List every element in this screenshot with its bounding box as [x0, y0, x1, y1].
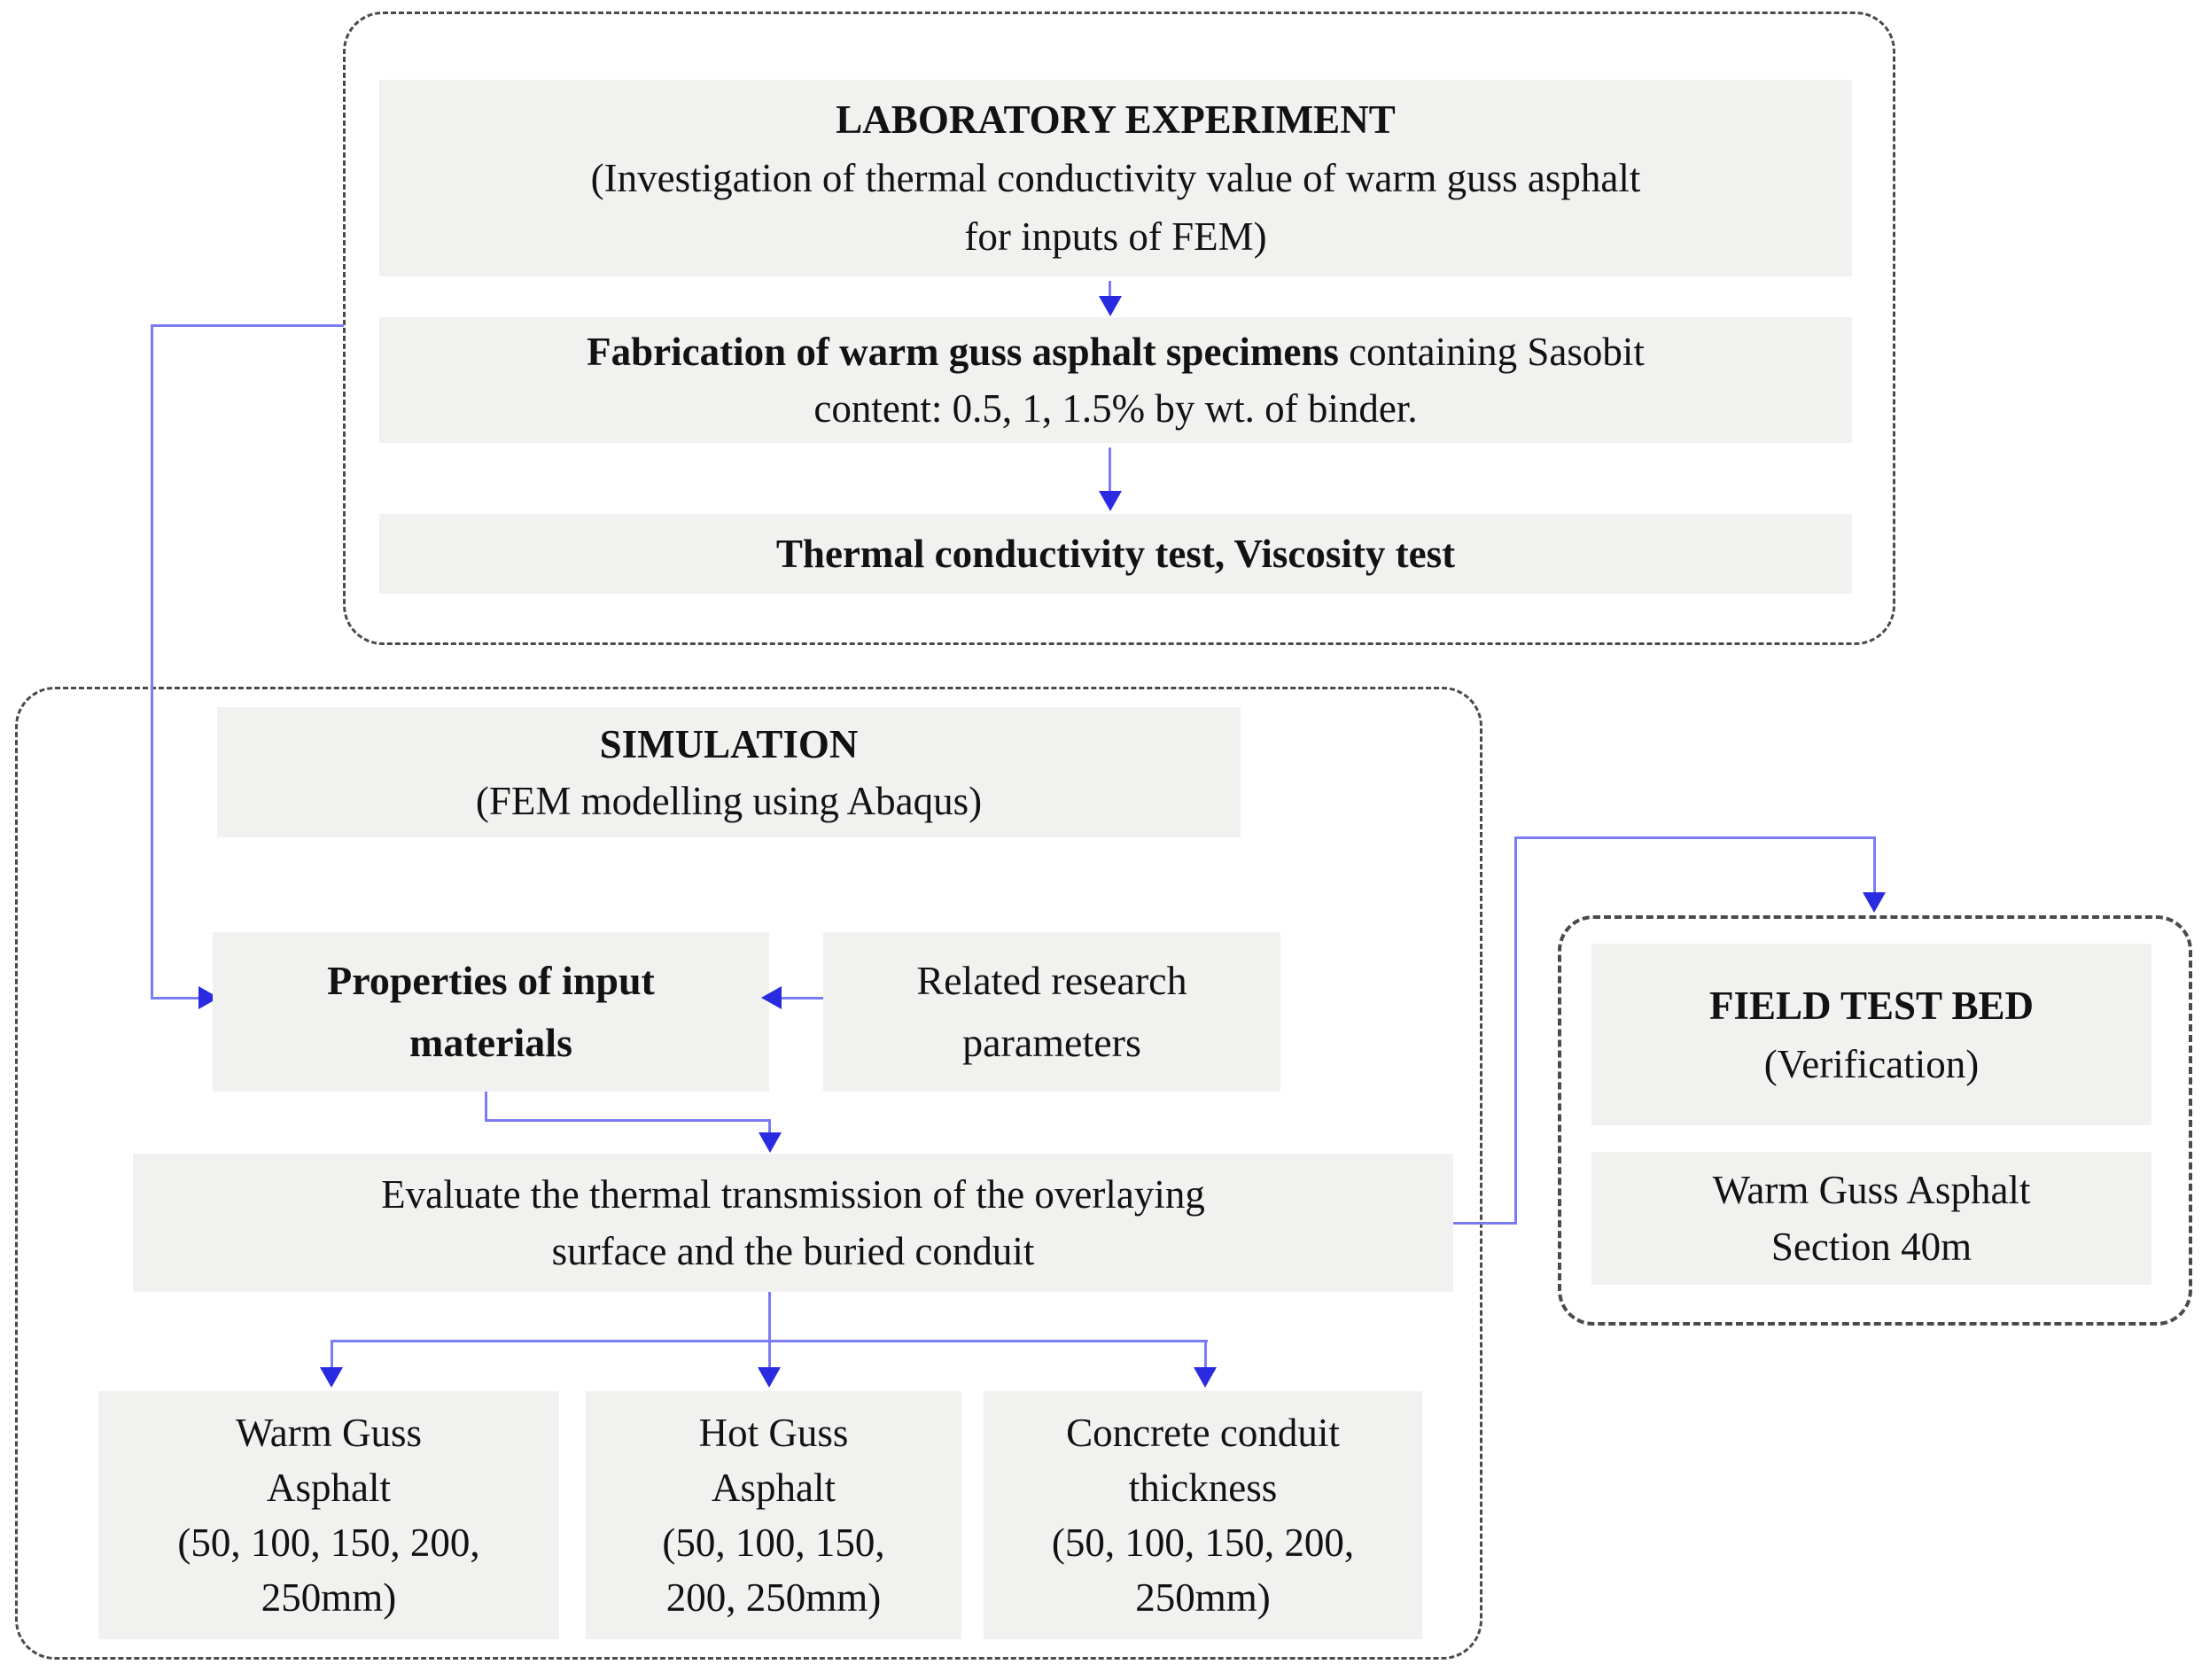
connector-lab-to-properties-top: [152, 324, 344, 327]
fabrication-line1-bold: Fabrication of warm guss asphalt specime…: [587, 330, 1339, 374]
laboratory-experiment-group: [343, 12, 1895, 645]
warm-line3: (50, 100, 150, 200,: [177, 1521, 480, 1565]
simulation-title-box: SIMULATION (FEM modelling using Abaqus): [217, 707, 1241, 837]
field-test-bed-group: [1558, 915, 2192, 1326]
warm-line2: Asphalt: [267, 1466, 391, 1510]
connector-evaluate-across: [1514, 836, 1876, 839]
arrow-down-icon: [1863, 892, 1886, 913]
connector-evaluate-up: [1514, 836, 1517, 1225]
branch-stem: [768, 1292, 771, 1342]
properties-line1: Properties of input: [327, 958, 655, 1003]
connector-lab-to-properties-vertical: [151, 324, 153, 999]
concrete-line4: 250mm): [1135, 1575, 1271, 1620]
concrete-line1: Concrete conduit: [1066, 1411, 1340, 1455]
arrow-related-shaft: [782, 997, 823, 999]
related-line2: parameters: [962, 1020, 1141, 1065]
evaluate-line1: Evaluate the thermal transmission of the…: [381, 1172, 1205, 1217]
hot-line1: Hot Guss: [698, 1411, 849, 1455]
hot-line3: (50, 100, 150,: [662, 1521, 885, 1565]
warm-line1: Warm Guss: [235, 1411, 423, 1455]
thermal-test-box: Thermal conductivity test, Viscosity tes…: [379, 514, 1852, 594]
arrow-down-icon: [759, 1132, 782, 1153]
warm-line4: 250mm): [261, 1575, 397, 1620]
simulation-title: SIMULATION: [599, 721, 859, 766]
fabrication-box: Fabrication of warm guss asphalt specime…: [379, 317, 1852, 443]
branch-drop-hot: [768, 1340, 771, 1370]
connector-evaluate-out: [1453, 1222, 1517, 1225]
branch-drop-concrete: [1204, 1340, 1207, 1370]
warm-guss-asphalt-box: Warm Guss Asphalt (50, 100, 150, 200, 25…: [98, 1391, 559, 1639]
concrete-line2: thickness: [1128, 1466, 1278, 1510]
fabrication-line1-rest: containing Sasobit: [1338, 330, 1645, 374]
related-line1: Related research: [916, 958, 1187, 1003]
field-test-bed-title-box: FIELD TEST BED (Verification): [1591, 944, 2151, 1125]
evaluate-box: Evaluate the thermal transmission of the…: [133, 1154, 1453, 1292]
ftb-section-line1: Warm Guss Asphalt: [1712, 1168, 2031, 1212]
arrow-left-icon: [761, 986, 782, 1009]
arrow-lab1-shaft: [1109, 281, 1111, 306]
ftb-section-line2: Section 40m: [1770, 1225, 1972, 1269]
branch-drop-warm: [331, 1340, 333, 1370]
arrow-down-icon: [1194, 1367, 1217, 1388]
lab-title-subline2: for inputs of FEM): [964, 214, 1267, 259]
concrete-conduit-box: Concrete conduit thickness (50, 100, 150…: [984, 1391, 1422, 1639]
arrow-lab2-shaft: [1109, 447, 1111, 494]
connector-properties-drop: [768, 1119, 771, 1137]
lab-title: LABORATORY EXPERIMENT: [836, 97, 1396, 142]
related-research-box: Related research parameters: [823, 932, 1280, 1092]
arrow-down-icon: [320, 1367, 343, 1388]
fabrication-line2: content: 0.5, 1, 1.5% by wt. of binder.: [813, 386, 1418, 431]
hot-line2: Asphalt: [712, 1466, 836, 1510]
hot-line4: 200, 250mm): [665, 1575, 882, 1620]
field-test-bed-section-box: Warm Guss Asphalt Section 40m: [1591, 1152, 2151, 1285]
properties-line2: materials: [409, 1020, 572, 1065]
lab-title-subline1: (Investigation of thermal conductivity v…: [590, 156, 1641, 200]
simulation-group: [15, 687, 1482, 1660]
fabrication-line1: Fabrication of warm guss asphalt specime…: [587, 323, 1645, 380]
ftb-subtitle: (Verification): [1763, 1041, 1980, 1086]
evaluate-line2: surface and the buried conduit: [551, 1229, 1035, 1273]
laboratory-experiment-title-box: LABORATORY EXPERIMENT (Investigation of …: [379, 80, 1852, 276]
ftb-title: FIELD TEST BED: [1709, 983, 2034, 1028]
arrow-down-icon: [1099, 491, 1122, 511]
simulation-subtitle: (FEM modelling using Abaqus): [475, 778, 983, 823]
properties-box: Properties of input materials: [213, 932, 769, 1092]
thermal-test-label: Thermal conductivity test, Viscosity tes…: [775, 532, 1456, 576]
arrow-down-icon: [758, 1367, 781, 1388]
connector-properties-across: [485, 1119, 771, 1122]
concrete-line3: (50, 100, 150, 200,: [1051, 1521, 1355, 1565]
connector-properties-down: [485, 1092, 487, 1122]
connector-lab-to-properties-bottom: [151, 997, 200, 999]
connector-evaluate-drop: [1873, 836, 1876, 895]
hot-guss-asphalt-box: Hot Guss Asphalt (50, 100, 150, 200, 250…: [586, 1391, 961, 1639]
arrow-down-icon: [1099, 296, 1122, 316]
